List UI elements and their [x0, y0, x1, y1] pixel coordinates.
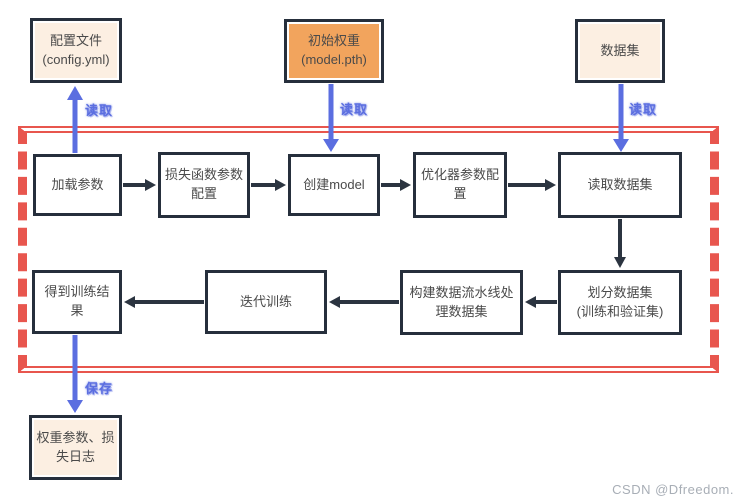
node-load-params: 加载参数	[33, 154, 122, 216]
node-train-result: 得到训练结果	[32, 270, 122, 334]
node-train-result-label: 得到训练结果	[44, 284, 110, 318]
arrowhead-params-to-config	[67, 86, 83, 100]
node-build-pipeline: 构建数据流水线处理数据集	[400, 270, 523, 335]
node-config-file: 配置文件 (config.yml)	[30, 18, 122, 83]
node-split-dataset-label: 划分数据集 (训练和验证集)	[576, 284, 664, 319]
node-loss-config-label: 损失函数参数配置	[165, 167, 244, 201]
node-read-dataset: 读取数据集	[558, 152, 682, 218]
node-iterate-train-label: 迭代训练	[239, 293, 292, 309]
node-iterate-train: 迭代训练	[205, 270, 327, 334]
node-create-model: 创建model	[288, 154, 380, 216]
node-read-dataset-label: 读取数据集	[587, 176, 653, 192]
node-output-files: 权重参数、损失日志	[29, 415, 122, 480]
node-initial-weights: 初始权重 (model.pth)	[284, 19, 384, 83]
node-output-files-label: 权重参数、损失日志	[36, 429, 115, 464]
edge-label-dataset-read: 读取	[629, 102, 658, 117]
training-pipeline-region	[18, 126, 719, 373]
node-initial-weights-label: 初始权重 (model.pth)	[301, 33, 367, 67]
node-optimizer-config-label: 优化器参数配置	[420, 167, 499, 201]
node-load-params-label: 加载参数	[51, 176, 104, 192]
edge-label-weights-read: 读取	[340, 102, 369, 117]
node-dataset-label: 数据集	[600, 42, 640, 58]
node-build-pipeline-label: 构建数据流水线处理数据集	[409, 284, 514, 319]
arrowhead-result-to-output	[67, 400, 83, 413]
node-optimizer-config: 优化器参数配置	[413, 152, 507, 218]
node-split-dataset: 划分数据集 (训练和验证集)	[558, 270, 682, 335]
node-dataset: 数据集	[575, 19, 665, 83]
edge-label-config-read: 读取	[85, 103, 114, 118]
watermark: CSDN @Dfreedom.	[612, 482, 734, 497]
node-loss-config: 损失函数参数配置	[158, 152, 250, 218]
edge-label-result-save: 保存	[85, 381, 114, 396]
node-create-model-label: 创建model	[303, 176, 365, 192]
node-config-file-label: 配置文件 (config.yml)	[42, 32, 110, 67]
